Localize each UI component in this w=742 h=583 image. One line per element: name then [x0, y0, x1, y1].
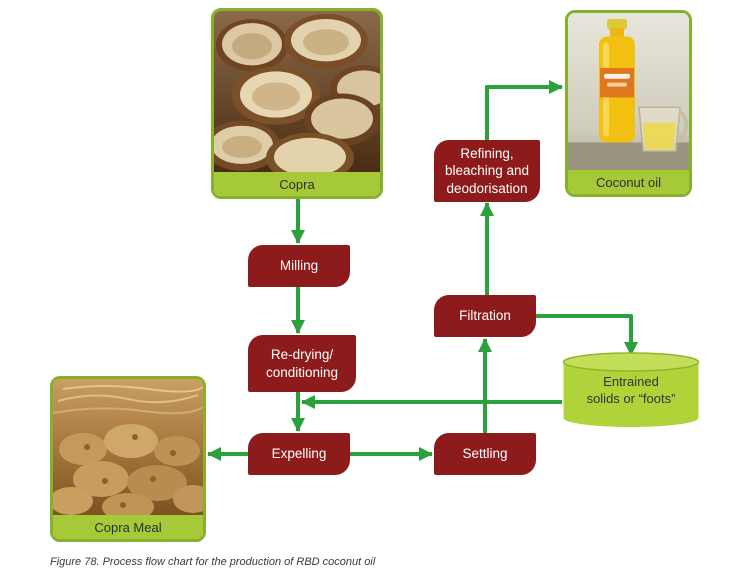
process-box-filtration: Filtration: [434, 295, 536, 337]
copra-card: Copra: [211, 8, 383, 199]
arrow-refining-to-coconut-oil: [485, 80, 563, 140]
copra-photo: [214, 11, 380, 172]
arrow-filtration-to-foots: [536, 314, 638, 356]
coconut-oil-photo-illustration: [568, 13, 689, 170]
coconut-shell: [214, 120, 280, 171]
coconut-shell: [216, 19, 288, 72]
settling-label: Settling: [462, 446, 508, 462]
copra-meal-label: Copra Meal: [53, 515, 203, 539]
process-box-redrying-conditioning: Re-drying/ conditioning: [248, 335, 356, 392]
foots-cylinder: Entrained solids or “foots”: [562, 352, 700, 428]
process-box-expelling: Expelling: [248, 433, 350, 475]
copra-photo-illustration: [214, 11, 380, 172]
coconut-oil-photo: [568, 13, 689, 170]
filtration-label: Filtration: [459, 308, 511, 324]
copra-meal-photo: [53, 379, 203, 515]
redrying-label: Re-drying/ conditioning: [265, 346, 339, 380]
foots-label: Entrained solids or “foots”: [586, 374, 676, 406]
expelling-label: Expelling: [271, 446, 327, 462]
refining-label: Refining, bleaching and deodorisation: [444, 145, 530, 196]
oil-bottle: [599, 18, 635, 143]
coconut-shell: [284, 14, 368, 69]
coconut-shell: [304, 93, 380, 146]
milling-label: Milling: [279, 258, 319, 274]
coconut-oil-label: Coconut oil: [568, 170, 689, 194]
coconut-oil-card: Coconut oil: [565, 10, 692, 197]
copra-label: Copra: [214, 172, 380, 196]
coconut-shell: [266, 132, 354, 172]
copra-meal-photo-illustration: [53, 379, 203, 515]
copra-meal-card: Copra Meal: [50, 376, 206, 542]
meal-chunks: [53, 424, 203, 515]
measuring-cup: [638, 106, 689, 153]
figure-caption: Figure 78. Process flow chart for the pr…: [50, 556, 376, 568]
process-box-settling: Settling: [434, 433, 536, 475]
coconut-shell: [232, 66, 320, 125]
cylinder-shape: [562, 352, 700, 427]
process-box-milling: Milling: [248, 245, 350, 287]
process-box-refining-bleaching-deodorisation: Refining, bleaching and deodorisation: [434, 140, 540, 202]
